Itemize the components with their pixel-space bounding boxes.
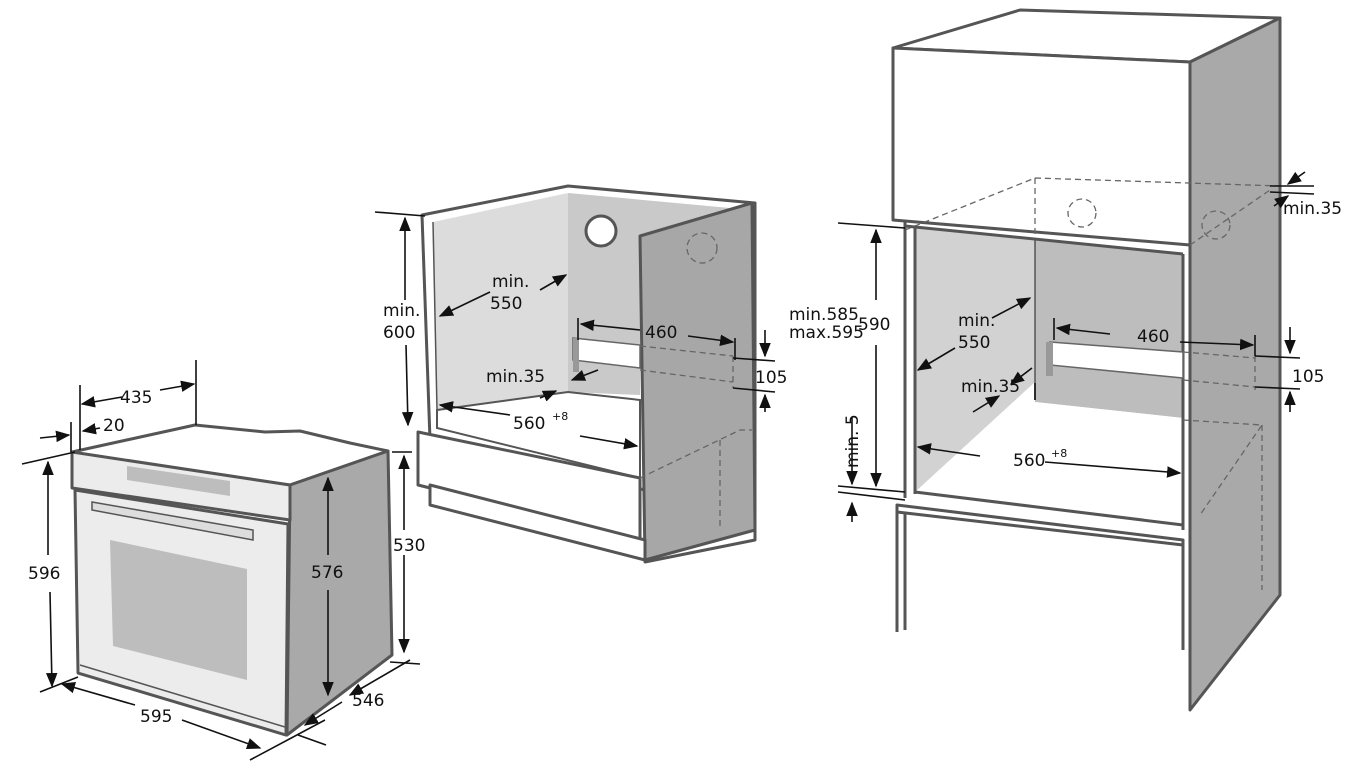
vent-height-label: 105 [1292,367,1324,387]
bottom-gap-label: min. 5 [843,414,863,468]
oven-dimensions: 435 20 596 595 546 576 530 [21,360,425,761]
min-height-label-1: min. [383,301,420,321]
vent-width-label: 460 [1137,327,1169,347]
cabinet-width-label: 560 [513,414,545,434]
oven-front-offset-label: 20 [103,416,125,436]
oven-display [127,466,230,496]
vent-hole-icon [584,214,618,248]
min-gap-label: min.35 [486,367,545,387]
column-dimensions: min.35 min.585 max.595 590 min. 5 min. 5… [789,171,1342,522]
min-gap-label: min.35 [961,377,1020,397]
min-depth-label-2: 550 [958,333,990,353]
oven-depth-label: 546 [352,691,384,711]
min-depth-label-1: min. [492,272,529,292]
min-height-label-2: 600 [383,323,415,343]
under-counter-dimensions: min. 600 min. 550 460 105 min.35 560 +8 [374,211,787,450]
width-tolerance-label: +8 [552,410,568,423]
vent-width-label: 460 [645,323,677,343]
oven-handle [91,501,254,541]
under-counter-cabinet [416,184,757,564]
min-depth-label-2: 550 [490,294,522,314]
height-range-label-2: max.595 [789,323,864,343]
top-gap-label: min.35 [1283,199,1342,219]
height-range-label-1: min.585 [789,305,859,325]
oven-window [110,540,247,680]
oven-height-label: 596 [28,564,60,584]
niche-width-label: 560 [1013,451,1045,471]
oven-drawing [70,423,394,737]
vent-height-label: 105 [755,368,787,388]
column-cabinet [891,8,1282,712]
min-depth-label-1: min. [958,311,995,331]
oven-side-height-label: 576 [311,563,343,583]
oven-width-label: 595 [140,707,172,727]
oven-top-depth-label: 435 [120,388,152,408]
oven-rear-height-label: 530 [393,536,425,556]
width-tolerance-label: +8 [1051,447,1067,460]
niche-height-label: 590 [858,315,890,335]
